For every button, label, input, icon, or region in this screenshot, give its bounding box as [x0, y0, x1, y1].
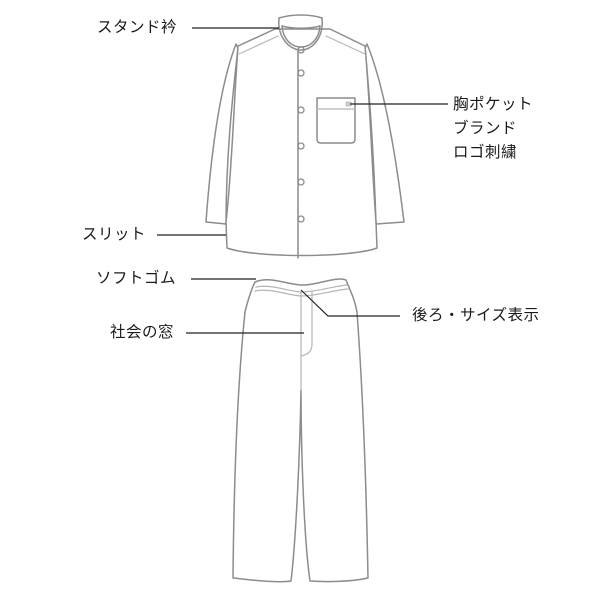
- shirt-button: [297, 106, 305, 114]
- shirt-button: [297, 142, 305, 150]
- pants-outline: [232, 278, 369, 583]
- shirt-collar-band: [281, 25, 321, 29]
- pants-fly: [300, 291, 313, 357]
- shirt-yoke-left: [238, 35, 279, 55]
- pants-illustration: [232, 278, 369, 583]
- callout-chest-pocket-line-3: ロゴ刺繍: [453, 143, 518, 161]
- shirt-pocket: [316, 97, 356, 144]
- leader-lines: [157, 27, 448, 334]
- callout-fly: 社会の窓: [110, 323, 175, 341]
- callout-soft-elastic: ソフトゴム: [96, 269, 177, 287]
- shirt-button: [297, 178, 305, 186]
- shirt-button: [297, 46, 305, 54]
- shirt-buttons: [297, 46, 305, 223]
- callout-chest-pocket-line-2: ブランド: [453, 119, 518, 137]
- shirt-collar-back: [278, 14, 323, 19]
- callout-stand-collar: スタンド衿: [97, 18, 178, 36]
- shirt-illustration: [205, 14, 405, 259]
- callout-back-size-label: 後ろ・サイズ表示: [412, 306, 540, 324]
- callout-chest-pocket: 胸ポケット ブランド ロゴ刺繍: [453, 92, 533, 164]
- shirt-yoke-right: [325, 35, 366, 55]
- shirt-button: [297, 69, 305, 77]
- callout-slit: スリット: [82, 225, 147, 243]
- shirt-button: [297, 215, 305, 223]
- callout-chest-pocket-line-1: 胸ポケット: [453, 95, 534, 113]
- leader-back-size-label: [300, 289, 400, 317]
- shirt-collar-outer: [278, 17, 323, 51]
